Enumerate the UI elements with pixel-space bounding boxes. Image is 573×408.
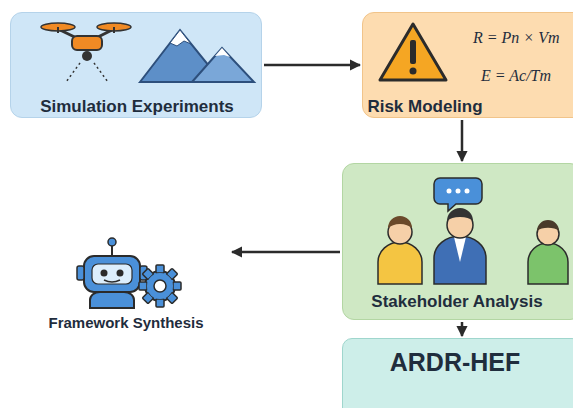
node-title: Framework Synthesis bbox=[22, 314, 230, 331]
process-box: Simulation Experiments bbox=[10, 12, 262, 118]
node-title: Risk Modeling bbox=[363, 97, 487, 117]
drone-icon bbox=[41, 23, 131, 82]
node-title: ARDR-HEF bbox=[343, 348, 567, 377]
process-box: Stakeholder Analysis bbox=[342, 163, 573, 320]
flow-arrow bbox=[461, 120, 464, 161]
process-box: Risk Modeling R = Pn × Vm E = Ac/Tm bbox=[362, 12, 573, 118]
robot-icon bbox=[77, 238, 181, 308]
flow-arrow bbox=[264, 64, 360, 67]
node-title: Simulation Experiments bbox=[11, 97, 263, 117]
output-box: ARDR-HEF bbox=[342, 338, 573, 408]
icon-node: Framework Synthesis bbox=[22, 232, 230, 336]
flow-arrow bbox=[232, 251, 340, 254]
people-icon bbox=[378, 178, 568, 284]
formula-text: R = Pn × Vm bbox=[473, 29, 573, 47]
node-title: Stakeholder Analysis bbox=[343, 292, 571, 312]
flow-arrow bbox=[461, 322, 464, 336]
warning-icon bbox=[380, 24, 446, 80]
mountain-icon bbox=[140, 30, 254, 82]
formula-text: E = Ac/Tm bbox=[481, 67, 573, 85]
